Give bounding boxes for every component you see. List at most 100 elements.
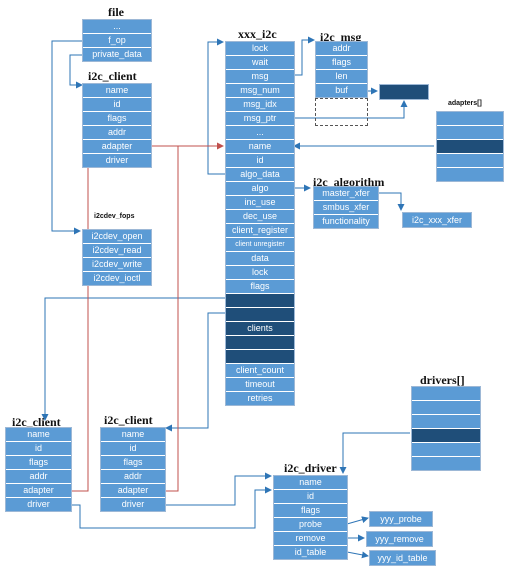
xxx-field: ... bbox=[226, 126, 294, 140]
fops-field: i2cdev_ioctl bbox=[83, 272, 151, 285]
xxx-field: timeout bbox=[226, 378, 294, 392]
xxx-field: lock bbox=[226, 266, 294, 280]
xxx-field: wait bbox=[226, 56, 294, 70]
driver-field: probe bbox=[274, 518, 347, 532]
i2c-algorithm-struct: master_xfer smbus_xfer functionality bbox=[313, 186, 379, 229]
client-field: driver bbox=[6, 498, 71, 511]
client-field: adapter bbox=[6, 484, 71, 498]
msg-field: addr bbox=[316, 42, 367, 56]
client-field: addr bbox=[83, 126, 151, 140]
xxx-field: inc_use bbox=[226, 196, 294, 210]
drivers-array bbox=[411, 386, 481, 471]
i2c-client-left-title: i2c_client bbox=[12, 415, 61, 429]
xxx-field: lock bbox=[226, 42, 294, 56]
driver-field: id_table bbox=[274, 546, 347, 559]
i2c-msg-struct: addr flags len buf bbox=[315, 41, 368, 98]
arrow-mid-driver-to-driver bbox=[154, 472, 272, 506]
client-field: name bbox=[6, 428, 71, 442]
xxx-i2c-title: xxx_i2c bbox=[238, 27, 277, 41]
i2c-client-left-struct: name id flags addr adapter driver bbox=[5, 427, 72, 512]
xxx-xfer-function: i2c_xxx_xfer bbox=[402, 212, 472, 228]
arrow-id-table-fn bbox=[346, 551, 369, 559]
remove-function: yyy_remove bbox=[366, 531, 433, 547]
msg-array-placeholder bbox=[315, 98, 368, 126]
drivers-slot bbox=[412, 457, 480, 470]
client-field: driver bbox=[101, 498, 165, 511]
xxx-field: algo_data bbox=[226, 168, 294, 182]
arrow-private-data-to-client bbox=[69, 54, 83, 89]
client-field: name bbox=[101, 428, 165, 442]
xxx-i2c-struct: lock wait msg msg_num msg_idx msg_ptr ..… bbox=[225, 41, 295, 406]
file-field: ... bbox=[83, 20, 151, 34]
xxx-field: flags bbox=[226, 280, 294, 294]
adapters-slot bbox=[437, 154, 503, 168]
xxx-field: name bbox=[226, 140, 294, 154]
fops-field: i2cdev_write bbox=[83, 258, 151, 272]
file-title: file bbox=[108, 5, 124, 19]
xxx-field: id bbox=[226, 154, 294, 168]
adapters-array bbox=[436, 111, 504, 182]
msg-field: len bbox=[316, 70, 367, 84]
algorithm-field: smbus_xfer bbox=[314, 201, 378, 215]
xxx-field: msg bbox=[226, 70, 294, 84]
client-field: name bbox=[83, 84, 151, 98]
xxx-client-slot bbox=[226, 350, 294, 364]
msg-buffer bbox=[379, 84, 429, 100]
xxx-field: client unregister bbox=[226, 238, 294, 252]
adapters-slot bbox=[437, 112, 503, 126]
arrow-msg-ptr-to-buffer bbox=[293, 100, 408, 119]
xxx-field: algo bbox=[226, 182, 294, 196]
fops-field: i2cdev_read bbox=[83, 244, 151, 258]
xxx-field: msg_num bbox=[226, 84, 294, 98]
xxx-field: retries bbox=[226, 392, 294, 405]
probe-function: yyy_probe bbox=[369, 511, 433, 527]
xxx-field: msg_ptr bbox=[226, 112, 294, 126]
file-field: f_op bbox=[83, 34, 151, 48]
xxx-clients-field: clients bbox=[226, 322, 294, 336]
arrow-msg-to-i2c-msg bbox=[293, 36, 315, 76]
client-field: flags bbox=[83, 112, 151, 126]
i2c-client-top-title: i2c_client bbox=[88, 69, 137, 83]
client-field: id bbox=[101, 442, 165, 456]
client-field: flags bbox=[6, 456, 71, 470]
msg-field: buf bbox=[316, 84, 367, 97]
xxx-client-slot bbox=[226, 308, 294, 322]
xxx-client-slot bbox=[226, 336, 294, 350]
client-field: adapter bbox=[101, 484, 165, 498]
arrow-probe-fn bbox=[346, 516, 369, 525]
id-table-function: yyy_id_table bbox=[369, 550, 436, 566]
file-struct: ... f_op private_data bbox=[82, 19, 152, 62]
xxx-field: msg_idx bbox=[226, 98, 294, 112]
arrow-left-driver-to-driver bbox=[70, 486, 272, 529]
arrow-clients-to-mid-client bbox=[165, 312, 225, 432]
adapters-slot bbox=[437, 140, 503, 154]
arrow-fop-to-fops bbox=[51, 40, 82, 235]
driver-field: id bbox=[274, 490, 347, 504]
drivers-title: drivers[] bbox=[420, 373, 465, 387]
driver-field: name bbox=[274, 476, 347, 490]
arrow-drivers-to-driver bbox=[339, 432, 410, 474]
algorithm-field: master_xfer bbox=[314, 187, 378, 201]
i2c-msg-title: i2c_msg bbox=[320, 30, 362, 44]
adapters-title: adapters[] bbox=[448, 100, 482, 107]
drivers-slot bbox=[412, 429, 480, 443]
arrow-master-xfer-to-impl bbox=[378, 192, 405, 211]
drivers-slot bbox=[412, 415, 480, 429]
i2c-driver-struct: name id flags probe remove id_table bbox=[273, 475, 348, 560]
client-field: driver bbox=[83, 154, 151, 167]
drivers-slot bbox=[412, 443, 480, 457]
i2cdev-fops-struct: i2cdev_open i2cdev_read i2cdev_write i2c… bbox=[82, 229, 152, 286]
algorithm-field: functionality bbox=[314, 215, 378, 228]
i2c-client-mid-struct: name id flags addr adapter driver bbox=[100, 427, 166, 512]
xxx-field: client_count bbox=[226, 364, 294, 378]
adapters-slot bbox=[437, 126, 503, 140]
i2c-driver-title: i2c_driver bbox=[284, 461, 337, 475]
arrow-algo-data-to-top bbox=[207, 38, 225, 175]
xxx-field: data bbox=[226, 252, 294, 266]
xxx-field: client_register bbox=[226, 224, 294, 238]
i2cdev-fops-title: i2cdev_fops bbox=[94, 213, 135, 220]
i2c-client-top-struct: name id flags addr adapter driver bbox=[82, 83, 152, 168]
xxx-field: dec_use bbox=[226, 210, 294, 224]
client-field: id bbox=[83, 98, 151, 112]
